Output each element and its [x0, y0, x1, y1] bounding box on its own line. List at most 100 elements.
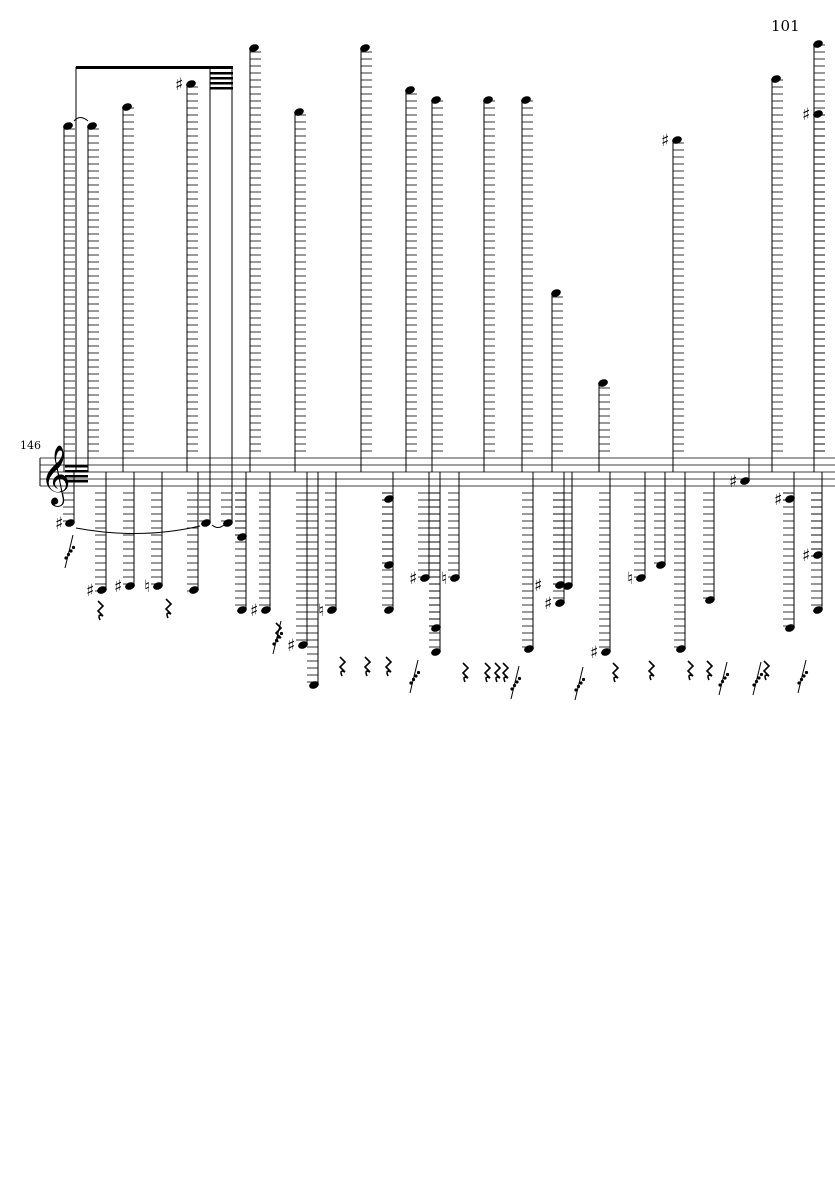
note-head [813, 40, 823, 48]
note-head [555, 599, 565, 607]
beam [210, 72, 233, 75]
rest-icon [338, 656, 347, 677]
sharp-icon: ♯ [175, 75, 183, 95]
grace-note [414, 674, 418, 678]
grace-note [720, 679, 725, 684]
note-head [813, 606, 823, 614]
note-head [384, 606, 394, 614]
grace-note [277, 635, 281, 639]
sharp-icon: ♯ [544, 594, 552, 614]
note-head [249, 44, 259, 52]
rest-icon [96, 600, 105, 621]
sharp-icon: ♯ [86, 581, 94, 601]
page-number: 101 [771, 17, 800, 35]
grace-note [797, 681, 801, 685]
beam [210, 77, 233, 80]
grace-note [757, 676, 761, 680]
grace-stem [752, 661, 762, 696]
grace-stem [64, 534, 74, 569]
note-head [431, 648, 441, 656]
natural-icon: ♮ [441, 569, 447, 589]
tie [73, 117, 89, 122]
grace-note [759, 672, 764, 677]
note-head [740, 477, 750, 485]
rest-icon [483, 662, 492, 683]
rest-icon [686, 660, 695, 681]
rest-icon [461, 662, 470, 683]
note-head [384, 495, 394, 503]
grace-note [272, 642, 276, 646]
sharp-icon: ♯ [802, 105, 810, 125]
sharp-icon: ♯ [114, 577, 122, 597]
grace-stem [574, 666, 584, 701]
sharp-icon: ♯ [534, 576, 542, 596]
beam [65, 470, 88, 473]
note-head [601, 648, 611, 656]
notes: ♯♯♯♯♯♯♯♯♯♯♯♯♯♯♯♮♮♮♮ [55, 40, 825, 689]
note-head [87, 122, 97, 130]
note-head [450, 574, 460, 582]
staff [39, 457, 835, 487]
beam [65, 465, 88, 468]
rest-icon [762, 660, 771, 681]
grace-note [515, 680, 519, 684]
sharp-icon: ♯ [661, 131, 669, 151]
tie [75, 525, 201, 534]
grace-note [576, 684, 581, 689]
beam [65, 480, 88, 483]
grace-note [804, 670, 809, 675]
rest-icon [164, 598, 173, 619]
grace-stem [510, 665, 520, 700]
grace-note [723, 676, 727, 680]
natural-icon: ♮ [627, 569, 633, 589]
grace-note [517, 676, 522, 681]
note-head [431, 96, 441, 104]
beams [65, 66, 233, 483]
note-head [189, 586, 199, 594]
rest-icon [611, 662, 620, 683]
note-head [186, 80, 196, 88]
rest-icon [363, 656, 372, 677]
grace-note [71, 545, 76, 550]
note-head [405, 86, 415, 94]
rest-icon [647, 660, 656, 681]
note-head [261, 606, 271, 614]
grace-stem [272, 620, 282, 655]
grace-stem [718, 661, 728, 696]
grace-note [579, 681, 583, 685]
sharp-icon: ♯ [802, 546, 810, 566]
grace-stem [409, 659, 419, 694]
sharp-icon: ♯ [55, 514, 63, 534]
grace-note [718, 683, 722, 687]
natural-icon: ♮ [144, 577, 150, 597]
grace-note [752, 683, 756, 687]
rest-icon [705, 660, 714, 681]
note-head [771, 75, 781, 83]
grace-note [274, 638, 279, 643]
grace-note [411, 677, 416, 682]
note-head [97, 586, 107, 594]
grace-note [416, 670, 421, 675]
note-head [63, 122, 73, 130]
note-head [483, 96, 493, 104]
note-head [672, 136, 682, 144]
beam [65, 475, 88, 478]
beam [210, 87, 233, 90]
rest-icon [384, 656, 393, 677]
note-head [360, 44, 370, 52]
grace-note [574, 688, 578, 692]
note-head [237, 606, 247, 614]
tie [211, 524, 225, 528]
grace-note [799, 677, 804, 682]
grace-note [279, 631, 284, 636]
beam [210, 82, 233, 85]
sharp-icon: ♯ [250, 601, 258, 621]
grace-note [409, 681, 413, 685]
note-head [309, 681, 319, 689]
sharp-icon: ♯ [409, 569, 417, 589]
grace-note [64, 556, 68, 560]
rests [64, 534, 809, 701]
note-head [785, 495, 795, 503]
rest-icon [501, 662, 510, 683]
